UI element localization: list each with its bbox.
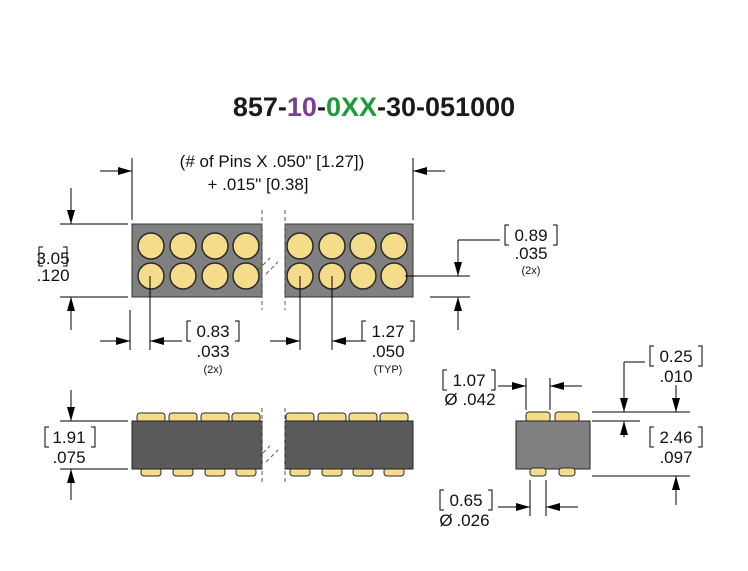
pin-hole	[201, 232, 229, 260]
part-number-suffix: -30-051000	[377, 92, 515, 122]
break-mark	[265, 261, 279, 275]
pitch-dimension: 1.27 .050 (TYP)	[270, 276, 415, 376]
top-pin-dia-dimension: 1.07 Ø .042	[442, 369, 582, 410]
row-offset-dimension: 0.83 .033 (2x)	[100, 276, 240, 376]
pin-hole	[318, 232, 346, 260]
pin-hole	[380, 262, 408, 290]
top-pin-dia-mm: 1.07	[452, 371, 485, 390]
end-view-body	[515, 420, 591, 470]
height-top-in: .120	[36, 266, 69, 285]
hole-qty: (2x)	[522, 265, 541, 277]
pin-hole	[286, 232, 314, 260]
overall-height-in: .097	[659, 448, 692, 467]
bottom-pin-dia-in: .026	[456, 511, 489, 530]
pin-hole	[137, 232, 165, 260]
part-number-dash: -	[317, 92, 326, 122]
hole-dimension: 0.89 .035 (2x)	[405, 224, 558, 330]
stub-dimension: 0.25 .010	[592, 345, 703, 437]
stub-in: .010	[659, 367, 692, 386]
part-number-prefix: 857-	[233, 92, 287, 122]
diameter-symbol-2: Ø	[439, 511, 452, 530]
overall-height-mm: 2.46	[659, 428, 692, 447]
side-height-dimension: 1.91 .075	[44, 390, 128, 500]
hole-in: .035	[514, 244, 547, 263]
pin-hole	[349, 262, 377, 290]
pin-hole	[232, 262, 260, 290]
pitch-in: .050	[371, 342, 404, 361]
pin-hole	[349, 232, 377, 260]
pin-hole	[201, 262, 229, 290]
pin-hole	[169, 262, 197, 290]
diameter-symbol: Ø	[444, 390, 457, 409]
row-offset-in: .033	[196, 342, 229, 361]
side-view	[131, 408, 414, 482]
body-height-in: .075	[52, 448, 85, 467]
pitch-mm: 1.27	[371, 322, 404, 341]
stub-mm: 0.25	[659, 347, 692, 366]
bottom-pin-dia-mm: 0.65	[449, 491, 482, 510]
length-formula-line2: + .015" [0.38]	[207, 175, 308, 194]
length-dimension: (# of Pins X .050" [1.27]) + .015" [0.38…	[100, 152, 445, 220]
pin-hole	[169, 232, 197, 260]
end-pin-bottom-right	[558, 467, 576, 477]
pin-hole	[232, 232, 260, 260]
side-view-body-right	[284, 420, 414, 470]
top-height-dimension: 3.05 .120	[36, 188, 128, 330]
end-view	[515, 411, 591, 477]
bottom-pin-dia-dimension: 0.65 Ø .026	[439, 480, 578, 530]
end-pin-bottom-left	[529, 467, 547, 477]
part-number-title: 857-10-0XX-30-051000	[233, 92, 515, 122]
row-offset-mm: 0.83	[196, 322, 229, 341]
break-mark	[257, 257, 271, 271]
top-pin-dia-in: .042	[462, 390, 495, 409]
body-height-mm: 1.91	[52, 428, 85, 447]
length-formula-line1: (# of Pins X .050" [1.27])	[180, 152, 365, 171]
part-number-plating: 0XX	[326, 92, 377, 122]
part-number-pins: 10	[287, 92, 317, 122]
pin-hole	[380, 232, 408, 260]
pitch-note: (TYP)	[374, 364, 403, 376]
overall-height-dimension: 2.46 .097	[592, 385, 703, 505]
pin-hole	[137, 262, 165, 290]
top-view	[131, 210, 414, 310]
height-top-mm: 3.05	[36, 249, 69, 268]
side-view-body-left	[131, 420, 263, 470]
hole-mm: 0.89	[514, 226, 547, 245]
row-offset-qty: (2x)	[204, 364, 223, 376]
